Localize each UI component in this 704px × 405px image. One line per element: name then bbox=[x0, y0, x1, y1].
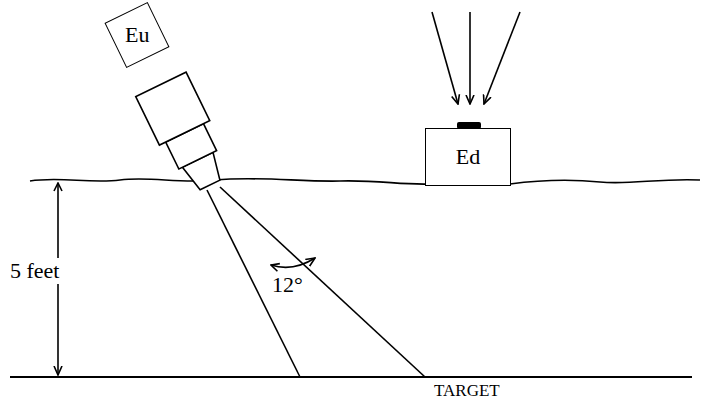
light-arrow bbox=[484, 12, 520, 104]
depth-label: 5 feet bbox=[8, 258, 61, 284]
node-label: Eu bbox=[125, 22, 149, 48]
target-label: TARGET bbox=[432, 381, 502, 401]
light-arrow bbox=[432, 12, 458, 104]
camera-body bbox=[136, 72, 235, 197]
water-surface bbox=[30, 179, 700, 185]
camera-head: Eu bbox=[104, 2, 169, 68]
irradiance-meter: Ed bbox=[425, 128, 511, 186]
angle-arc bbox=[271, 258, 315, 267]
view-cone-edge bbox=[220, 187, 425, 377]
target-line bbox=[10, 376, 692, 378]
node-label: Ed bbox=[456, 144, 480, 170]
light-arrow bbox=[469, 12, 471, 104]
angle-label: 12° bbox=[270, 272, 305, 298]
